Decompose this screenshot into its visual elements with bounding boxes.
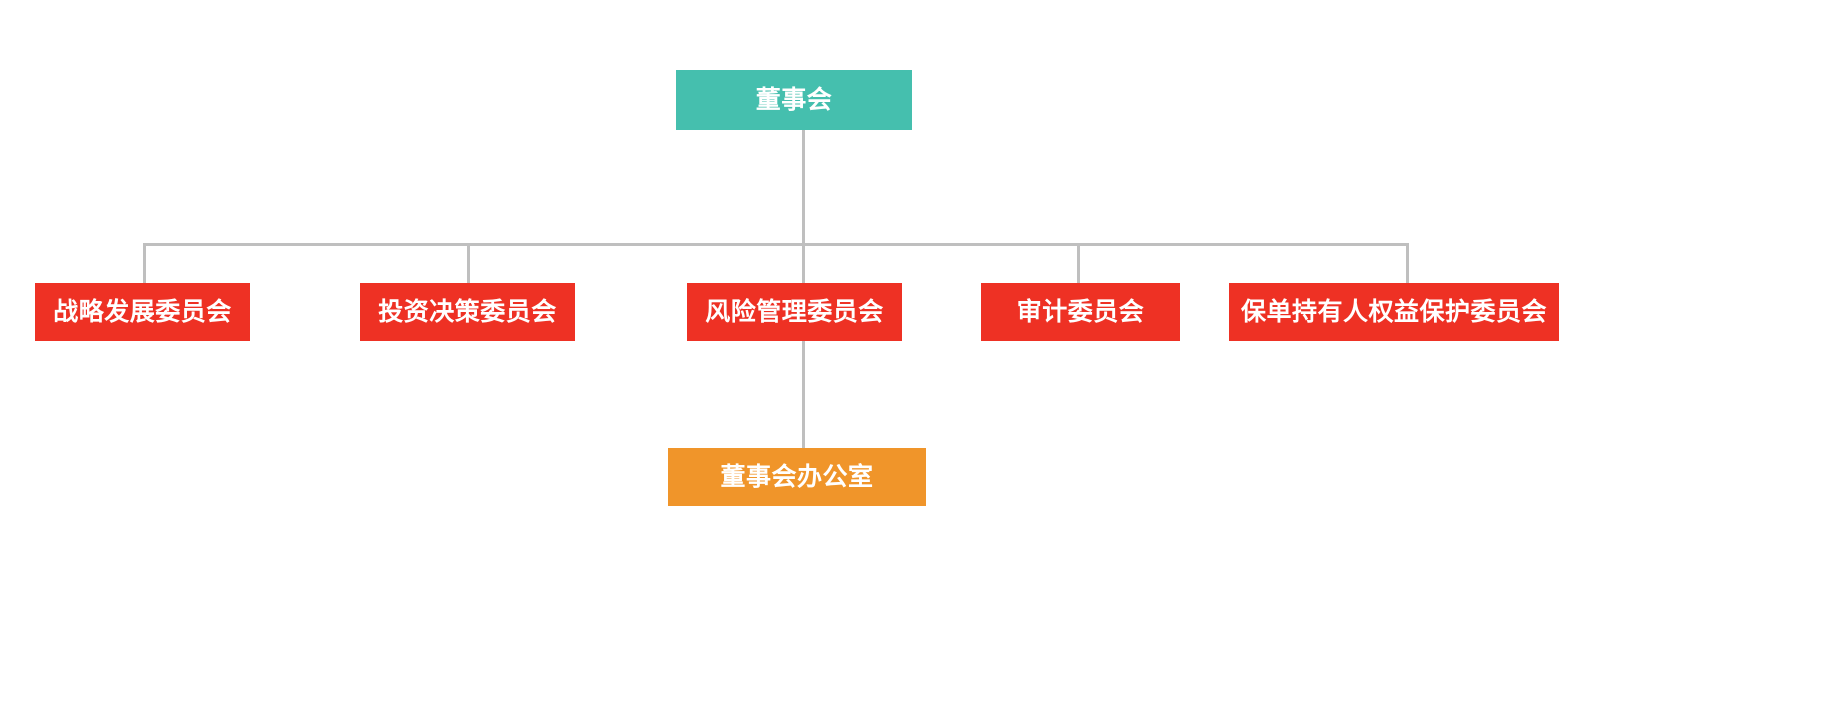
connector-horizontal-bus xyxy=(143,243,1409,246)
connector-board-to-bus xyxy=(802,130,805,243)
connector-bus-to-strategy xyxy=(143,243,146,283)
node-label-investment: 投资决策委员会 xyxy=(378,297,557,326)
node-label-policyholder: 保单持有人权益保护委员会 xyxy=(1240,297,1547,326)
node-label-risk: 风险管理委员会 xyxy=(705,297,884,326)
node-label-audit: 审计委员会 xyxy=(1016,297,1145,326)
connector-bus-to-risk xyxy=(802,243,805,283)
node-strategy-development-committee[interactable]: 战略发展委员会 xyxy=(35,283,250,341)
node-policyholder-rights-protection-committee[interactable]: 保单持有人权益保护委员会 xyxy=(1229,283,1559,341)
node-label-strategy: 战略发展委员会 xyxy=(53,297,232,326)
node-board-office[interactable]: 董事会办公室 xyxy=(668,448,926,506)
node-investment-decision-committee[interactable]: 投资决策委员会 xyxy=(360,283,575,341)
connector-bus-to-audit xyxy=(1077,243,1080,283)
node-label-office: 董事会办公室 xyxy=(720,462,874,491)
connector-risk-to-office xyxy=(802,341,805,448)
node-label-board: 董事会 xyxy=(755,85,833,114)
node-board-of-directors[interactable]: 董事会 xyxy=(676,70,912,130)
node-audit-committee[interactable]: 审计委员会 xyxy=(981,283,1180,341)
node-risk-management-committee[interactable]: 风险管理委员会 xyxy=(687,283,902,341)
connector-bus-to-investment xyxy=(467,243,470,283)
connector-bus-to-policyholder xyxy=(1406,243,1409,283)
